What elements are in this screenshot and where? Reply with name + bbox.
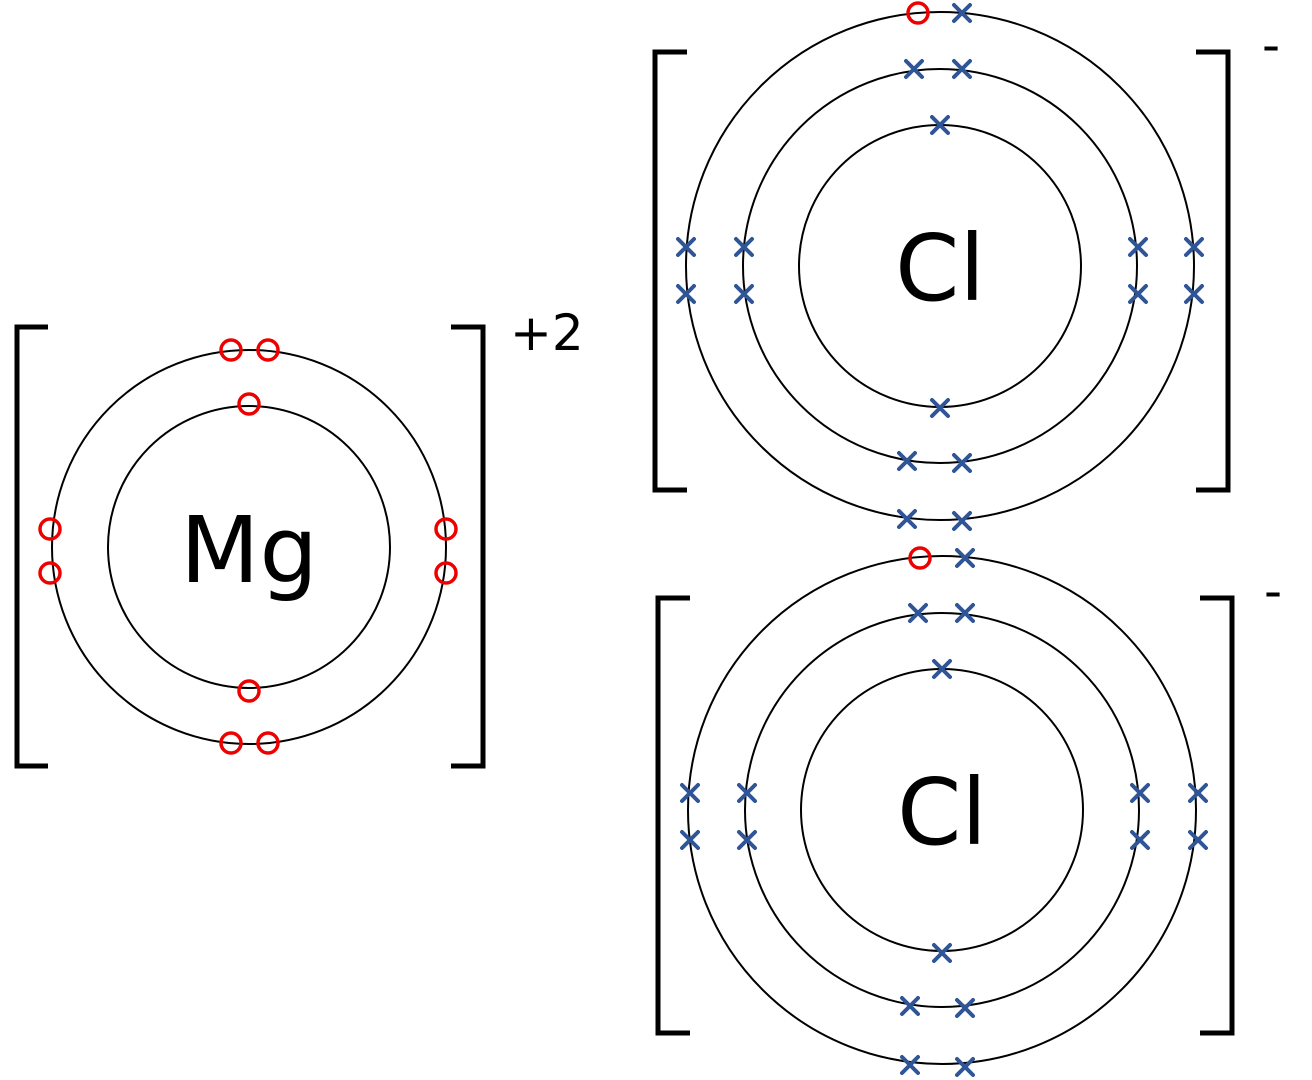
electron-circle-marker bbox=[38, 561, 62, 585]
electron-cross-marker bbox=[737, 830, 757, 850]
electron-cross-marker bbox=[900, 1055, 920, 1075]
electron-circle-marker bbox=[256, 338, 280, 362]
electron-cross-marker bbox=[676, 284, 696, 304]
electron-circle-marker bbox=[219, 731, 243, 755]
mg-outer-shell bbox=[51, 349, 447, 745]
cl-top-charge: - bbox=[1262, 16, 1280, 74]
electron-cross-marker bbox=[1184, 284, 1204, 304]
electron-cross-marker bbox=[952, 3, 972, 23]
electron-cross-marker bbox=[952, 453, 972, 473]
electron-cross-marker bbox=[900, 996, 920, 1016]
electron-cross-marker bbox=[680, 830, 700, 850]
electron-cross-marker bbox=[1130, 783, 1150, 803]
mg-left-bracket bbox=[14, 324, 48, 769]
electron-circle-marker bbox=[237, 392, 261, 416]
electron-cross-marker bbox=[897, 451, 917, 471]
chloride-ion-bottom: Cl - bbox=[655, 555, 1282, 1065]
electron-cross-marker bbox=[734, 237, 754, 257]
electron-cross-marker bbox=[955, 1057, 975, 1077]
electrons bbox=[38, 1, 1208, 1077]
electron-cross-marker bbox=[908, 603, 928, 623]
electron-cross-marker bbox=[932, 659, 952, 679]
electron-cross-marker bbox=[952, 511, 972, 531]
electron-cross-marker bbox=[930, 115, 950, 135]
electron-cross-marker bbox=[734, 284, 754, 304]
electron-cross-marker bbox=[952, 59, 972, 79]
electron-cross-marker bbox=[955, 998, 975, 1018]
electron-cross-marker bbox=[1188, 783, 1208, 803]
electron-cross-marker bbox=[904, 59, 924, 79]
electron-cross-marker bbox=[1128, 284, 1148, 304]
chloride-ion-top: Cl - bbox=[652, 11, 1280, 521]
cl-top-middle-shell bbox=[742, 68, 1138, 464]
cl-bottom-right-bracket bbox=[1200, 595, 1235, 1036]
cl-bottom-symbol: Cl bbox=[897, 759, 987, 866]
mg-symbol: Mg bbox=[180, 497, 318, 604]
electron-circle-marker bbox=[237, 679, 261, 703]
electron-circle-marker bbox=[908, 546, 932, 570]
magnesium-ion: Mg +2 bbox=[14, 304, 584, 769]
electron-circle-marker bbox=[219, 338, 243, 362]
cl-bottom-middle-shell bbox=[744, 612, 1140, 1008]
electron-cross-marker bbox=[1184, 237, 1204, 257]
electron-cross-marker bbox=[1130, 830, 1150, 850]
electron-circle-marker bbox=[434, 517, 458, 541]
cl-top-outer-shell bbox=[685, 11, 1195, 521]
electron-cross-marker bbox=[676, 237, 696, 257]
electron-circle-marker bbox=[38, 517, 62, 541]
electron-circle-marker bbox=[256, 731, 280, 755]
electron-cross-marker bbox=[680, 783, 700, 803]
electron-cross-marker bbox=[1128, 237, 1148, 257]
electron-cross-marker bbox=[930, 398, 950, 418]
electron-cross-marker bbox=[955, 603, 975, 623]
electron-cross-marker bbox=[932, 943, 952, 963]
electron-cross-marker bbox=[737, 783, 757, 803]
cl-bottom-outer-shell bbox=[687, 555, 1197, 1065]
mg-right-bracket bbox=[451, 324, 486, 769]
cl-top-right-bracket bbox=[1196, 49, 1231, 493]
electron-cross-marker bbox=[955, 548, 975, 568]
mg-inner-shell bbox=[107, 405, 391, 689]
electron-circle-marker bbox=[906, 1, 930, 25]
electron-cross-marker bbox=[897, 509, 917, 529]
cl-top-symbol: Cl bbox=[895, 215, 985, 322]
electron-cross-marker bbox=[1188, 830, 1208, 850]
cl-top-left-bracket bbox=[652, 49, 687, 493]
cl-bottom-left-bracket bbox=[655, 595, 690, 1036]
cl-bottom-charge: - bbox=[1264, 562, 1282, 620]
mg-charge: +2 bbox=[510, 304, 584, 362]
electron-circle-marker bbox=[434, 561, 458, 585]
